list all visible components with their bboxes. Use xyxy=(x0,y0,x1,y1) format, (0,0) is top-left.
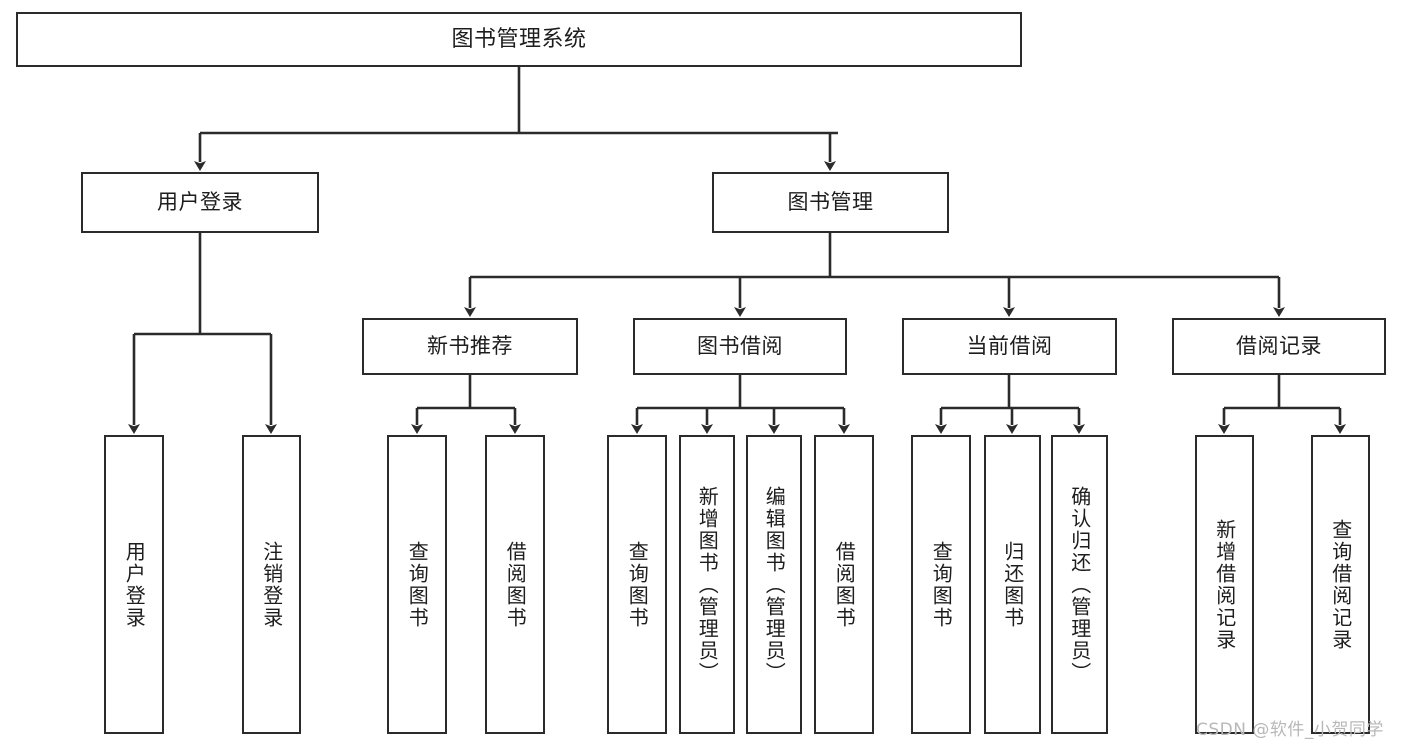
leaf-query-books-current[interactable]: 查询图书 xyxy=(911,435,971,734)
leaf-borrow-books[interactable]: 借阅图书 xyxy=(814,435,874,734)
node-book-management-label: 图书管理 xyxy=(787,190,874,215)
node-borrow-records-label: 借阅记录 xyxy=(1236,334,1322,359)
leaf-query-borrow-record-label: 查询借阅记录 xyxy=(1328,518,1353,651)
leaf-return-books-label: 归还图书 xyxy=(1000,540,1025,629)
leaf-add-borrow-record-label: 新增借阅记录 xyxy=(1212,518,1237,651)
node-user-login-label: 用户登录 xyxy=(157,190,243,215)
leaf-borrow-books-recommend[interactable]: 借阅图书 xyxy=(485,435,545,734)
node-root[interactable]: 图书管理系统 xyxy=(16,12,1022,67)
node-book-borrow-label: 图书借阅 xyxy=(697,334,783,359)
csdn-watermark: CSDN @软件_小贺同学 xyxy=(1196,720,1384,740)
leaf-query-books-current-label: 查询图书 xyxy=(929,540,954,629)
leaf-query-books-recommend[interactable]: 查询图书 xyxy=(387,435,447,734)
leaf-query-books-recommend-label: 查询图书 xyxy=(405,540,430,629)
leaf-confirm-return-admin[interactable]: 确认归还（管理员） xyxy=(1051,435,1108,734)
node-user-login[interactable]: 用户登录 xyxy=(81,172,319,233)
leaf-query-books-borrow-label: 查询图书 xyxy=(625,540,650,629)
node-book-borrow[interactable]: 图书借阅 xyxy=(633,318,847,375)
node-current-borrow-label: 当前借阅 xyxy=(966,334,1053,359)
leaf-user-login-label: 用户登录 xyxy=(122,540,147,629)
leaf-add-book-admin[interactable]: 新增图书（管理员） xyxy=(679,435,735,734)
leaf-edit-book-admin[interactable]: 编辑图书（管理员） xyxy=(746,435,802,734)
leaf-borrow-books-recommend-label: 借阅图书 xyxy=(503,540,528,629)
leaf-add-book-admin-label: 新增图书（管理员） xyxy=(695,485,720,684)
node-new-book-recommendation[interactable]: 新书推荐 xyxy=(362,318,578,375)
leaf-user-login[interactable]: 用户登录 xyxy=(104,435,164,734)
node-current-borrow[interactable]: 当前借阅 xyxy=(902,318,1117,375)
leaf-add-borrow-record[interactable]: 新增借阅记录 xyxy=(1195,435,1254,734)
node-book-management[interactable]: 图书管理 xyxy=(712,172,949,233)
leaf-query-books-borrow[interactable]: 查询图书 xyxy=(607,435,667,734)
leaf-edit-book-admin-label: 编辑图书（管理员） xyxy=(762,485,787,684)
leaf-confirm-return-admin-label: 确认归还（管理员） xyxy=(1067,485,1092,684)
node-new-book-recommendation-label: 新书推荐 xyxy=(427,334,513,359)
leaf-borrow-books-label: 借阅图书 xyxy=(832,540,857,629)
leaf-logout-label: 注销登录 xyxy=(259,540,284,629)
leaf-query-borrow-record[interactable]: 查询借阅记录 xyxy=(1311,435,1370,734)
leaf-logout[interactable]: 注销登录 xyxy=(242,435,301,734)
leaf-return-books[interactable]: 归还图书 xyxy=(984,435,1041,734)
node-borrow-records[interactable]: 借阅记录 xyxy=(1172,318,1386,375)
node-root-label: 图书管理系统 xyxy=(451,26,587,52)
